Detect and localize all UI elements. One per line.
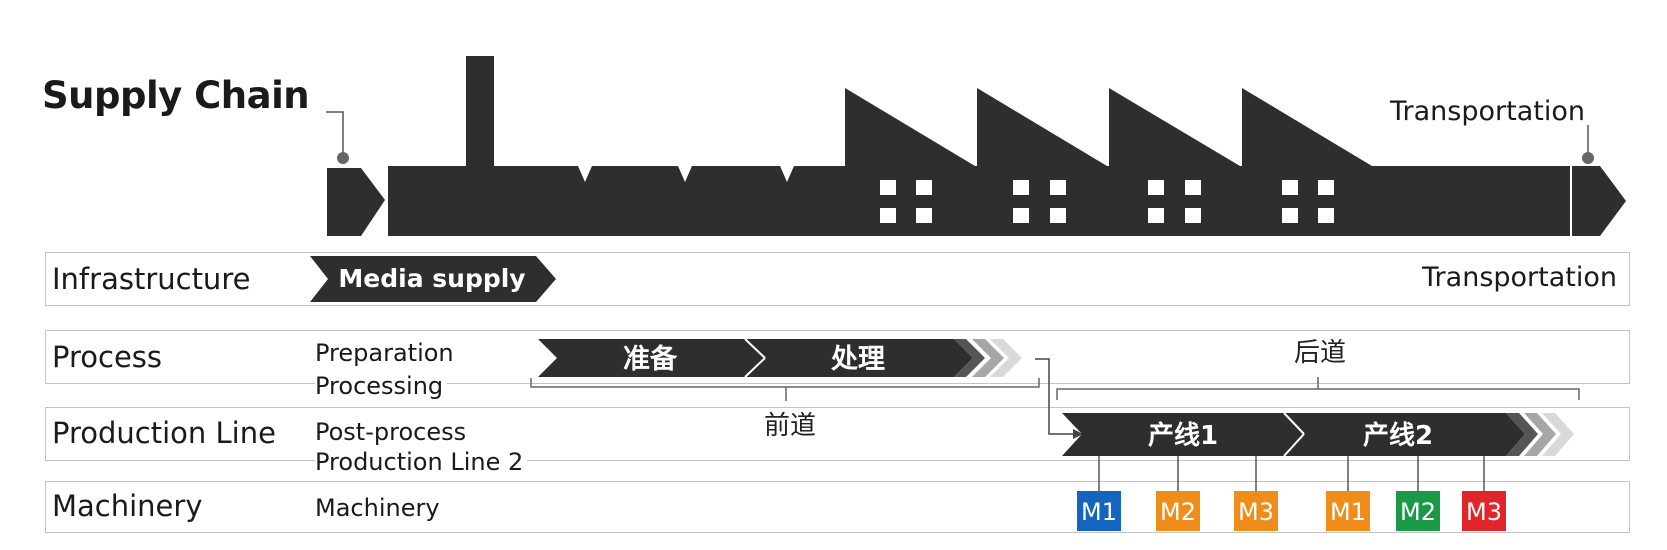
window — [1318, 180, 1334, 195]
window — [1318, 208, 1334, 223]
window — [1013, 180, 1029, 195]
media-supply-arrow — [310, 256, 556, 302]
window — [1148, 208, 1164, 223]
machine-box — [1156, 491, 1200, 531]
line1-label: 产线1 — [1148, 421, 1218, 451]
window — [1148, 180, 1164, 195]
fade-chevron — [954, 339, 985, 377]
machine-label: M1 — [1081, 498, 1117, 526]
production-sub-line2: Production Line 2 — [315, 448, 528, 476]
fade-chevron — [1506, 413, 1538, 456]
row-label-infrastructure: Infrastructure — [52, 262, 251, 296]
leader-dot-left — [337, 152, 349, 164]
line2-label: 产线2 — [1363, 421, 1433, 451]
machine-label: M3 — [1466, 498, 1502, 526]
window — [916, 208, 932, 223]
infrastructure-transportation-label: Transportation — [1422, 262, 1617, 293]
machine-label: M2 — [1400, 498, 1436, 526]
front-group-label: 前道 — [764, 411, 816, 441]
window — [880, 208, 896, 223]
machine-boxes: M1 M2 M3 M1 M2 M3 — [1077, 491, 1506, 531]
factory-entry-arrow — [327, 168, 385, 236]
line1-arrow — [1062, 413, 1304, 456]
window — [1050, 208, 1066, 223]
window — [916, 180, 932, 195]
window — [1050, 180, 1066, 195]
process-sub-preparation: Preparation — [315, 339, 458, 367]
machine-box — [1077, 491, 1121, 531]
window — [1185, 208, 1201, 223]
back-bracket — [1056, 388, 1580, 400]
process-sub-processing: Processing — [315, 372, 448, 400]
window — [1282, 180, 1298, 195]
chevron-divider — [1283, 412, 1305, 435]
step-prepare-label: 准备 — [623, 344, 678, 375]
row-label-machinery: Machinery — [52, 489, 203, 523]
row-label-production-line: Production Line — [52, 416, 276, 450]
chevron-divider — [744, 338, 766, 359]
machine-box — [1396, 491, 1440, 531]
back-group-label: 后道 — [1294, 338, 1346, 368]
machine-connectors — [1098, 456, 1485, 491]
row-infrastructure — [45, 252, 1630, 306]
fade-chevron — [990, 339, 1022, 377]
connector-line — [1035, 358, 1076, 435]
row-label-process: Process — [52, 340, 163, 374]
chevron-divider — [1283, 433, 1305, 457]
window — [1013, 208, 1029, 223]
window — [1185, 180, 1201, 195]
machine-label: M2 — [1160, 498, 1196, 526]
fade-chevron — [1542, 413, 1574, 456]
front-bracket — [530, 378, 1040, 388]
step-process-arrow — [745, 339, 973, 377]
window — [1282, 208, 1298, 223]
line2-arrow — [1284, 413, 1525, 456]
step-prepare-arrow — [538, 339, 765, 377]
machine-label: M1 — [1330, 498, 1366, 526]
connector-arrowhead — [1073, 429, 1083, 439]
machine-box — [1234, 491, 1278, 531]
chevron-divider — [744, 357, 766, 378]
leader-line-left — [326, 111, 344, 157]
machine-label: M3 — [1238, 498, 1274, 526]
production-sub-postprocess: Post-process — [315, 418, 471, 446]
factory-exit-arrow — [1572, 166, 1626, 236]
machine-box — [1326, 491, 1370, 531]
transportation-top-label: Transportation — [1390, 96, 1585, 127]
page-title: Supply Chain — [42, 74, 310, 117]
fade-chevron — [972, 339, 1004, 377]
machinery-sub-label: Machinery — [315, 494, 444, 522]
factory-body — [388, 56, 1570, 236]
leader-dot-right — [1582, 152, 1594, 164]
media-supply-label: Media supply — [338, 264, 525, 293]
fade-chevron — [1524, 413, 1556, 456]
window — [880, 180, 896, 195]
step-process-label: 处理 — [830, 344, 885, 375]
machine-box — [1462, 491, 1506, 531]
factory-windows — [880, 180, 1334, 223]
